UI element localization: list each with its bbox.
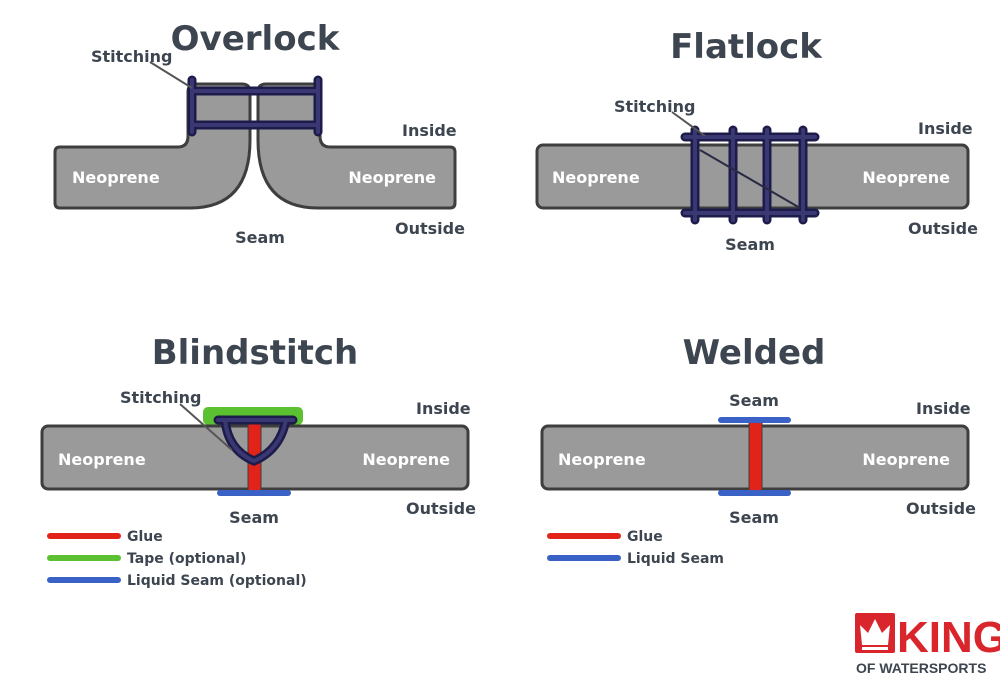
- blindstitch-seam-label: Seam: [229, 508, 279, 527]
- blindstitch-stitching-leader: [179, 403, 233, 451]
- flatlock-stitching-label: Stitching: [614, 97, 696, 116]
- welded-outside-label: Outside: [906, 499, 976, 518]
- blindstitch-section: Blindstitch Stitching Inside Outside Sea…: [40, 333, 476, 589]
- flatlock-inside-label: Inside: [918, 119, 973, 138]
- overlock-stitching-leader: [149, 61, 193, 89]
- welded-glue: [748, 421, 763, 493]
- crown-icon: [855, 613, 895, 653]
- logo-text-secondary: OF WATERSPORTS: [856, 660, 986, 676]
- blindstitch-neoprene-left: Neoprene: [58, 450, 146, 469]
- welded-seam-top-label: Seam: [729, 391, 779, 410]
- welded-title: Welded: [683, 333, 826, 373]
- overlock-left-panel: [53, 82, 252, 210]
- overlock-section: Overlock Stitching Inside Outside Seam N…: [53, 19, 465, 247]
- legend-item: Glue: [547, 529, 663, 545]
- overlock-outside-label: Outside: [395, 219, 465, 238]
- overlock-seam-label: Seam: [235, 228, 285, 247]
- king-of-watersports-logo: KING OF WATERSPORTS: [855, 613, 1000, 676]
- welded-legend: Glue Liquid Seam: [547, 529, 724, 567]
- overlock-neoprene-left: Neoprene: [72, 168, 160, 187]
- overlock-stitching: [187, 75, 323, 137]
- legend-label: Glue: [127, 529, 163, 545]
- flatlock-seam-label: Seam: [725, 235, 775, 254]
- legend-item: Liquid Seam (optional): [47, 573, 307, 589]
- blindstitch-stitching-label: Stitching: [120, 388, 202, 407]
- blindstitch-outside-label: Outside: [406, 499, 476, 518]
- welded-inside-label: Inside: [916, 399, 971, 418]
- legend-label: Liquid Seam (optional): [127, 573, 307, 589]
- legend-label: Tape (optional): [127, 551, 246, 567]
- overlock-right-panel: [256, 82, 457, 210]
- legend-label: Glue: [627, 529, 663, 545]
- welded-neoprene-right: Neoprene: [862, 450, 950, 469]
- flatlock-title: Flatlock: [670, 27, 823, 67]
- flatlock-section: Flatlock Stitching Inside Outside Seam N…: [535, 27, 978, 254]
- overlock-inside-label: Inside: [402, 121, 457, 140]
- flatlock-stitching-leader: [671, 111, 706, 137]
- logo-text-primary: KING: [897, 613, 1000, 662]
- blindstitch-title: Blindstitch: [152, 333, 359, 373]
- blindstitch-legend: Glue Tape (optional) Liquid Seam (option…: [47, 529, 307, 589]
- blindstitch-neoprene-right: Neoprene: [362, 450, 450, 469]
- overlock-neoprene-right: Neoprene: [348, 168, 436, 187]
- blindstitch-inside-label: Inside: [416, 399, 471, 418]
- flatlock-neoprene-right: Neoprene: [862, 168, 950, 187]
- blindstitch-stitching: [213, 415, 298, 466]
- legend-item: Glue: [47, 529, 163, 545]
- flatlock-neoprene-left: Neoprene: [552, 168, 640, 187]
- overlock-stitching-label: Stitching: [91, 47, 173, 66]
- legend-item: Tape (optional): [47, 551, 246, 567]
- flatlock-panel: [535, 143, 970, 210]
- welded-section: Welded Seam Seam Inside Outside Neoprene…: [540, 333, 976, 567]
- flatlock-outside-label: Outside: [908, 219, 978, 238]
- legend-label: Liquid Seam: [627, 551, 724, 567]
- flatlock-stitching: [680, 125, 820, 225]
- welded-seam-bottom-label: Seam: [729, 508, 779, 527]
- welded-neoprene-left: Neoprene: [558, 450, 646, 469]
- overlock-title: Overlock: [171, 19, 341, 59]
- legend-item: Liquid Seam: [547, 551, 724, 567]
